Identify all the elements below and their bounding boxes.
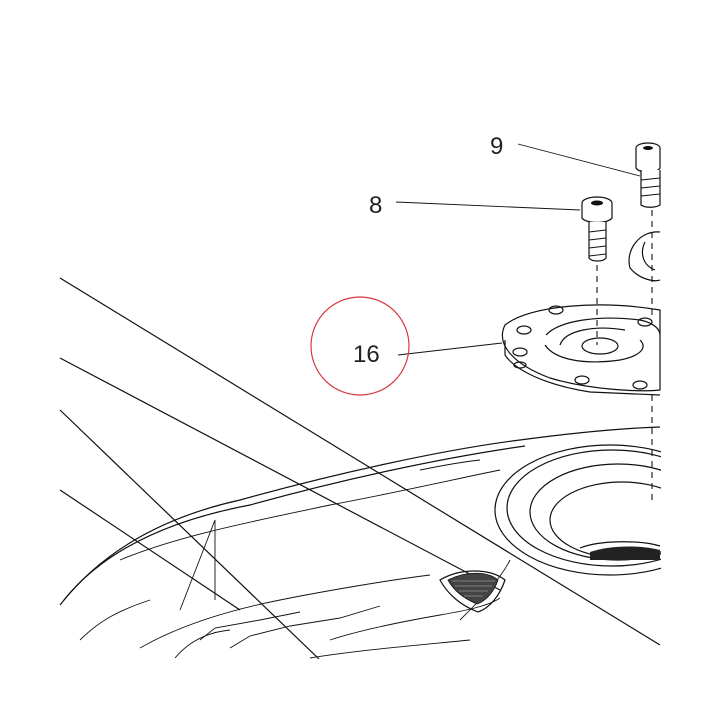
assembly-axis-lines	[596, 210, 653, 505]
callout-leaders	[395, 143, 641, 356]
callout-highlight-circle	[310, 296, 410, 396]
callout-label-8: 8	[369, 192, 382, 219]
fuel-tank-body	[59, 426, 661, 659]
upper-fitting	[628, 231, 661, 282]
filler-neck-opening	[494, 444, 720, 576]
callout-label-16: 16	[353, 341, 380, 368]
bolt-part-9	[635, 142, 661, 208]
bolt-part-8	[581, 196, 613, 262]
tank-emblem	[439, 570, 506, 613]
perspective-guide-lines	[59, 277, 661, 661]
bottom-crop-mask	[0, 659, 720, 720]
callout-label-9: 9	[490, 133, 503, 160]
flange-ring-part-16	[501, 304, 661, 396]
right-crop-mask	[661, 0, 720, 720]
